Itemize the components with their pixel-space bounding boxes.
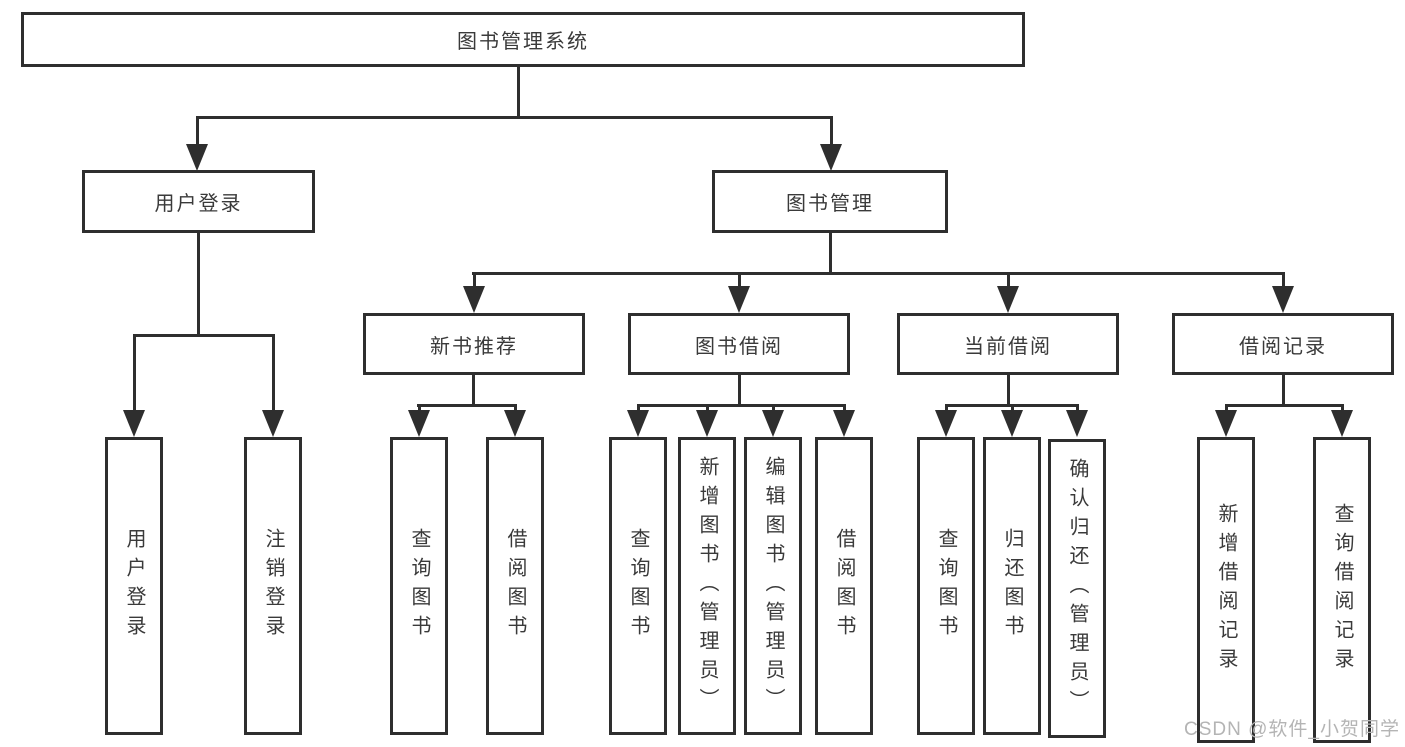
- arrowhead-down: [186, 144, 208, 171]
- arrowhead-down: [123, 410, 145, 437]
- arrowhead-down: [1001, 410, 1023, 437]
- connector-root-left-stem: [196, 116, 199, 148]
- leaf-query-borrow-record: 查询借阅记录: [1313, 437, 1371, 743]
- leaf-logout: 注销登录: [244, 437, 302, 735]
- connector-mgmt-horizontal: [472, 272, 1285, 275]
- leaf-query-borrow-record-label: 查询借阅记录: [1331, 503, 1353, 677]
- arrowhead-down: [463, 286, 485, 313]
- arrowhead-down: [696, 410, 718, 437]
- leaf-add-borrow-record: 新增借阅记录: [1197, 437, 1255, 743]
- arrowhead-down: [1215, 410, 1237, 437]
- node-borrow-records-label: 借阅记录: [1239, 335, 1327, 358]
- arrowhead-down: [1272, 286, 1294, 313]
- leaf-user-login: 用户登录: [105, 437, 163, 735]
- node-new-book-recommend-label: 新书推荐: [430, 335, 518, 358]
- leaf-borrow-books-recommend-label: 借阅图书: [504, 528, 526, 644]
- node-book-management-label: 图书管理: [786, 193, 874, 215]
- node-book-borrow: 图书借阅: [628, 313, 850, 375]
- leaf-borrow-books-recommend: 借阅图书: [486, 437, 544, 735]
- connector-mgmt-child1-stem: [473, 272, 476, 290]
- arrowhead-down: [408, 410, 430, 437]
- leaf-query-books-borrow-label: 查询图书: [627, 528, 649, 644]
- leaf-query-books-current: 查询图书: [917, 437, 975, 735]
- arrowhead-down: [833, 410, 855, 437]
- leaf-confirm-return-admin: 确认归还（管理员）: [1048, 439, 1106, 738]
- node-user-login: 用户登录: [82, 170, 315, 233]
- leaf-logout-label: 注销登录: [262, 528, 284, 644]
- arrowhead-down: [728, 286, 750, 313]
- arrowhead-down: [627, 410, 649, 437]
- leaf-borrow-books: 借阅图书: [815, 437, 873, 735]
- leaf-edit-book-admin: 编辑图书（管理员）: [744, 437, 802, 735]
- leaf-borrow-books-label: 借阅图书: [833, 528, 855, 644]
- node-book-borrow-label: 图书借阅: [695, 335, 783, 358]
- leaf-add-borrow-record-label: 新增借阅记录: [1215, 503, 1237, 677]
- connector-groupB-stem: [472, 375, 475, 407]
- connector-mgmt-child2-stem: [738, 272, 741, 290]
- leaf-user-login-label: 用户登录: [123, 528, 145, 644]
- connector-user-horizontal: [133, 334, 275, 337]
- arrowhead-down: [1066, 410, 1088, 437]
- node-book-management: 图书管理: [712, 170, 948, 233]
- connector-user-stem: [197, 233, 200, 337]
- arrowhead-down: [820, 144, 842, 171]
- node-user-login-label: 用户登录: [154, 193, 243, 215]
- node-current-borrow-label: 当前借阅: [964, 335, 1052, 358]
- arrowhead-down: [262, 410, 284, 437]
- connector-user-child2-stem: [272, 334, 275, 414]
- connector-root-horizontal: [196, 116, 833, 119]
- connector-root-stem: [517, 66, 520, 118]
- node-borrow-records: 借阅记录: [1172, 313, 1394, 375]
- connector-mgmt-stem: [829, 233, 832, 275]
- arrowhead-down: [504, 410, 526, 437]
- connector-mgmt-child4-stem: [1282, 272, 1285, 290]
- arrowhead-down: [1331, 410, 1353, 437]
- arrowhead-down: [762, 410, 784, 437]
- leaf-add-book-admin-label: 新增图书（管理员）: [696, 455, 718, 717]
- leaf-return-book: 归还图书: [983, 437, 1041, 735]
- connector-groupB-horizontal: [417, 404, 517, 407]
- connector-groupC-stem: [738, 375, 741, 407]
- leaf-query-books-borrow: 查询图书: [609, 437, 667, 735]
- arrowhead-down: [935, 410, 957, 437]
- leaf-add-book-admin: 新增图书（管理员）: [678, 437, 736, 735]
- connector-root-right-stem: [830, 116, 833, 148]
- arrowhead-down: [997, 286, 1019, 313]
- csdn-watermark: CSDN @软件_小贺同学: [1184, 719, 1400, 740]
- leaf-edit-book-admin-label: 编辑图书（管理员）: [762, 455, 784, 717]
- connector-mgmt-child3-stem: [1007, 272, 1010, 290]
- leaf-query-books-current-label: 查询图书: [935, 528, 957, 644]
- node-root-label: 图书管理系统: [457, 31, 589, 53]
- connector-user-child1-stem: [133, 334, 136, 414]
- node-new-book-recommend: 新书推荐: [363, 313, 585, 375]
- connector-groupD-stem: [1007, 375, 1010, 407]
- leaf-query-books-recommend: 查询图书: [390, 437, 448, 735]
- connector-groupC-horizontal: [637, 404, 846, 407]
- node-current-borrow: 当前借阅: [897, 313, 1119, 375]
- leaf-confirm-return-admin-label: 确认归还（管理员）: [1066, 458, 1088, 719]
- leaf-return-book-label: 归还图书: [1001, 528, 1023, 644]
- node-root: 图书管理系统: [21, 12, 1025, 67]
- leaf-query-books-recommend-label: 查询图书: [408, 528, 430, 644]
- connector-groupE-stem: [1282, 375, 1285, 407]
- connector-groupE-horizontal: [1225, 404, 1344, 407]
